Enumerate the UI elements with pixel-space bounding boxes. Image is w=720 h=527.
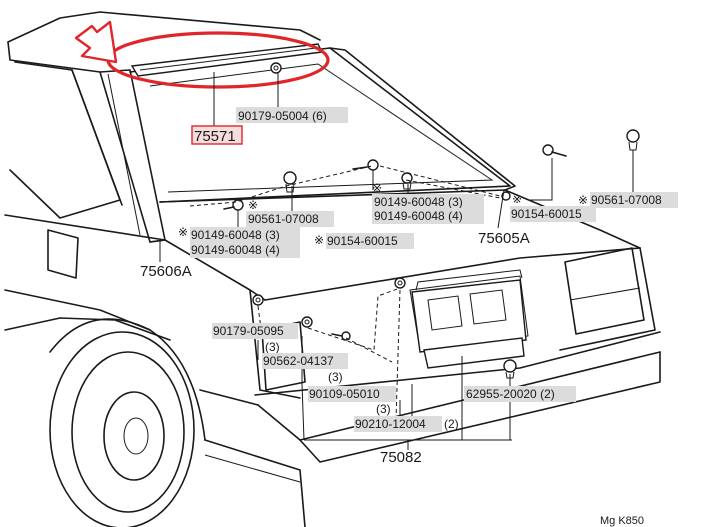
clip-icon <box>283 171 297 193</box>
screw-icon <box>331 331 351 341</box>
pointer-arrow-icon <box>74 20 118 64</box>
clip-icon <box>401 172 413 190</box>
clip-icon <box>501 191 511 201</box>
clip-icon <box>626 129 640 151</box>
label-90179-05095: 90179-05095 <box>213 324 284 338</box>
label-90154-60015-right: 90154-60015 <box>511 207 582 221</box>
label-90149-60048-4-left: 90149-60048 (4) <box>191 243 280 257</box>
label-90149-60048-3-left: 90149-60048 (3) <box>191 228 280 242</box>
label-90154-60015-left: 90154-60015 <box>327 234 398 248</box>
car-body-drawing <box>4 11 661 527</box>
label-90561-07008-right: 90561-07008 <box>591 193 662 207</box>
asterisk-mark: ※ <box>314 233 324 247</box>
fastener-icons <box>223 62 640 379</box>
label-75082: 75082 <box>380 449 422 466</box>
clip-icon <box>394 277 406 289</box>
qty-3-c: (3) <box>376 402 391 416</box>
label-90149-60048-3-mid: 90149-60048 (3) <box>374 195 463 209</box>
footer-code: Mg K850 <box>600 515 644 527</box>
asterisk-mark: ※ <box>512 192 522 206</box>
asterisk-mark: ※ <box>178 225 188 239</box>
label-90179-05004: 90179-05004 (6) <box>238 109 327 123</box>
clip-icon <box>301 316 313 328</box>
screw-icon <box>542 144 567 157</box>
screw-icon <box>352 159 379 171</box>
label-90562-04137: 90562-04137 <box>263 354 334 368</box>
asterisk-mark: ※ <box>248 198 258 212</box>
screw-icon <box>223 199 244 211</box>
label-90109-05010: 90109-05010 <box>309 387 380 401</box>
label-75571: 75571 <box>194 128 236 145</box>
asterisk-mark: ※ <box>372 181 382 195</box>
label-75605A: 75605A <box>478 230 530 247</box>
asterisk-mark: ※ <box>578 193 588 207</box>
label-62955-20020: 62955-20020 (2) <box>466 387 555 401</box>
clip-icon <box>252 294 264 306</box>
qty-2: (2) <box>444 417 459 431</box>
label-90210-12004: 90210-12004 <box>355 417 426 431</box>
part-labels: 75571 90179-05004 (6) ※ 90561-07008 ※ 90… <box>140 107 678 527</box>
highlighted-spoiler-75571 <box>106 31 330 89</box>
qty-3-a: (3) <box>265 340 280 354</box>
label-90561-07008-left: 90561-07008 <box>248 212 319 226</box>
clip-icon <box>270 62 282 74</box>
license-bracket-drawing <box>411 269 527 369</box>
qty-3-b: (3) <box>328 370 343 384</box>
leader-lines <box>159 72 634 450</box>
label-75606A: 75606A <box>140 263 192 280</box>
label-90149-60048-4-mid: 90149-60048 (4) <box>374 209 463 223</box>
